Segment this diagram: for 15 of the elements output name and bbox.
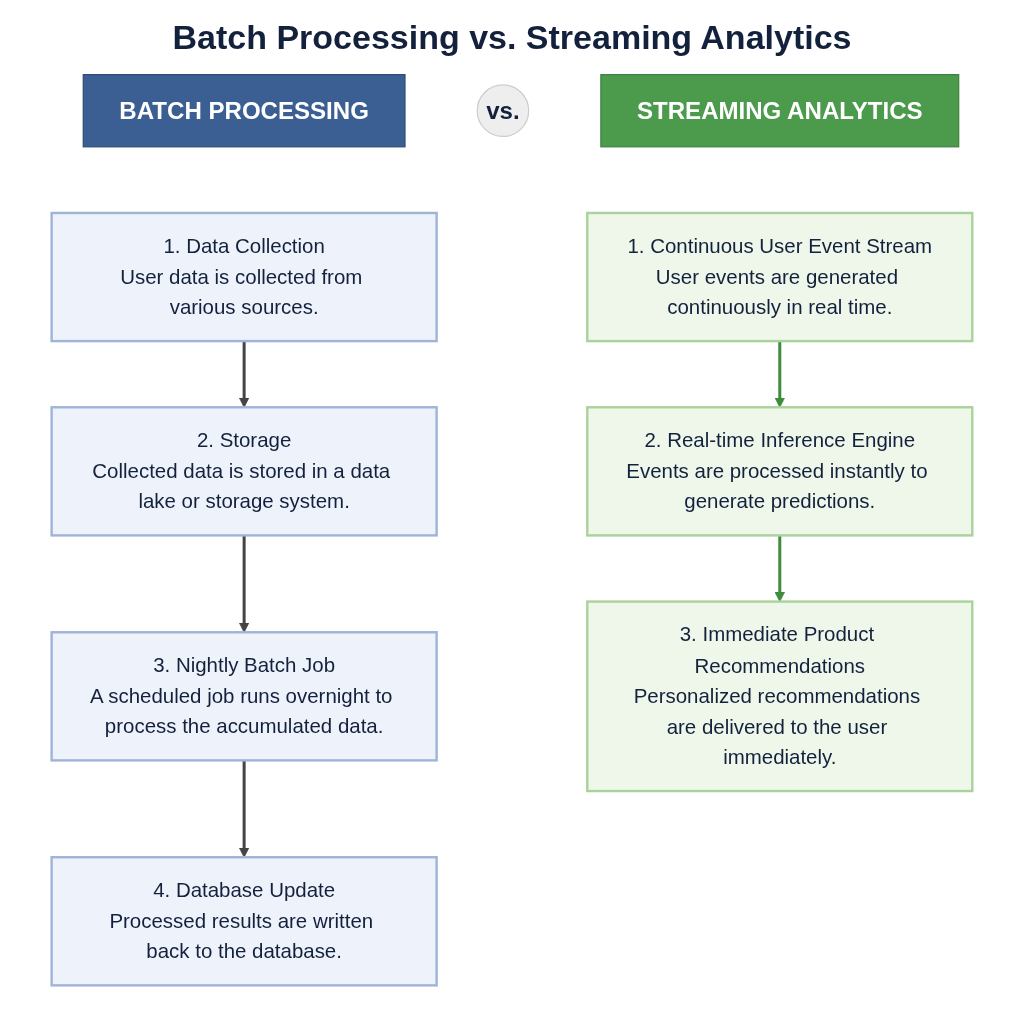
arrow: [238, 341, 250, 408]
node-box: 4. Database Update Processed results are written back to the database.: [50, 856, 438, 987]
node-box: 2. Real-time Inference Engine Events are processed instantly to generate predictions.: [586, 406, 974, 537]
node-box: 3. Immediate Product Recommendations Personalized recommendations are delivered to the user immediately.: [586, 600, 974, 793]
node-box: BATCH PROCESSING: [82, 74, 406, 148]
arrow: [238, 535, 250, 633]
node-box: 1. Data Collection User data is collected from various sources.: [50, 211, 438, 343]
node-box: 3. Nightly Batch Job A scheduled job runs overnight to process the accumulated data.: [50, 631, 438, 762]
node-box: 2. Storage Collected data is stored in a data lake or storage system.: [50, 406, 438, 537]
diagram-title: Batch Processing vs. Streaming Analytics: [171, 18, 853, 57]
arrow: [774, 341, 786, 408]
node-box: STREAMING ANALYTICS: [600, 74, 960, 148]
node-box: 1. Continuous User Event Stream User events are generated continuously in real time.: [586, 211, 974, 343]
node-circle: vs.: [476, 84, 530, 138]
arrow: [238, 760, 250, 858]
